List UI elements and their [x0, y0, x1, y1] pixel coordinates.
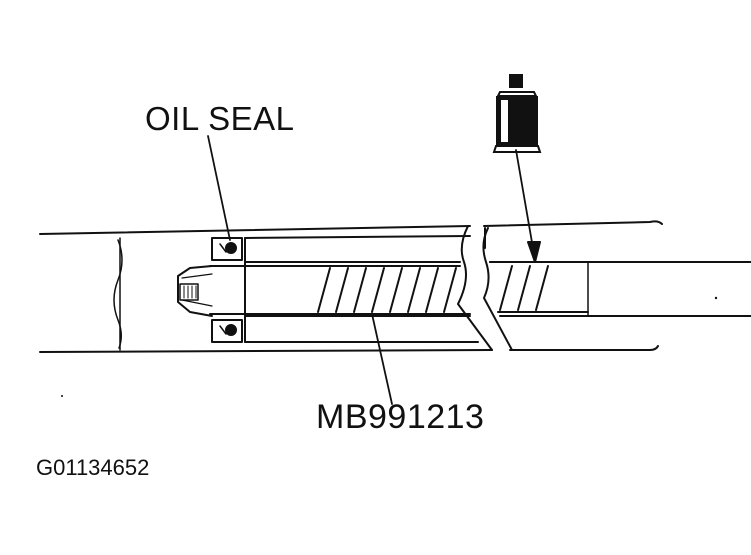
- oil-seal-top: [211, 237, 243, 261]
- grease-arrowhead: [527, 241, 541, 263]
- special-tool-label: MB991213: [316, 398, 485, 436]
- grease-arrow: [515, 149, 535, 255]
- tool-hatching-right: [499, 265, 549, 311]
- special-tool-body: [209, 261, 589, 317]
- break-lines: [457, 225, 513, 351]
- figure-id-label: G01134652: [36, 455, 150, 480]
- tool-leader: [371, 313, 393, 405]
- oil-seal-label: OIL SEAL: [145, 100, 295, 137]
- oil-seal-leader: [207, 135, 231, 241]
- oil-seal-bottom: [211, 319, 243, 343]
- oil-can-icon: [492, 74, 542, 153]
- tool-hatching-left: [317, 267, 457, 313]
- tool-tip: [177, 265, 213, 317]
- shaft-sleeve: [244, 235, 751, 343]
- outer-tube: [39, 220, 663, 353]
